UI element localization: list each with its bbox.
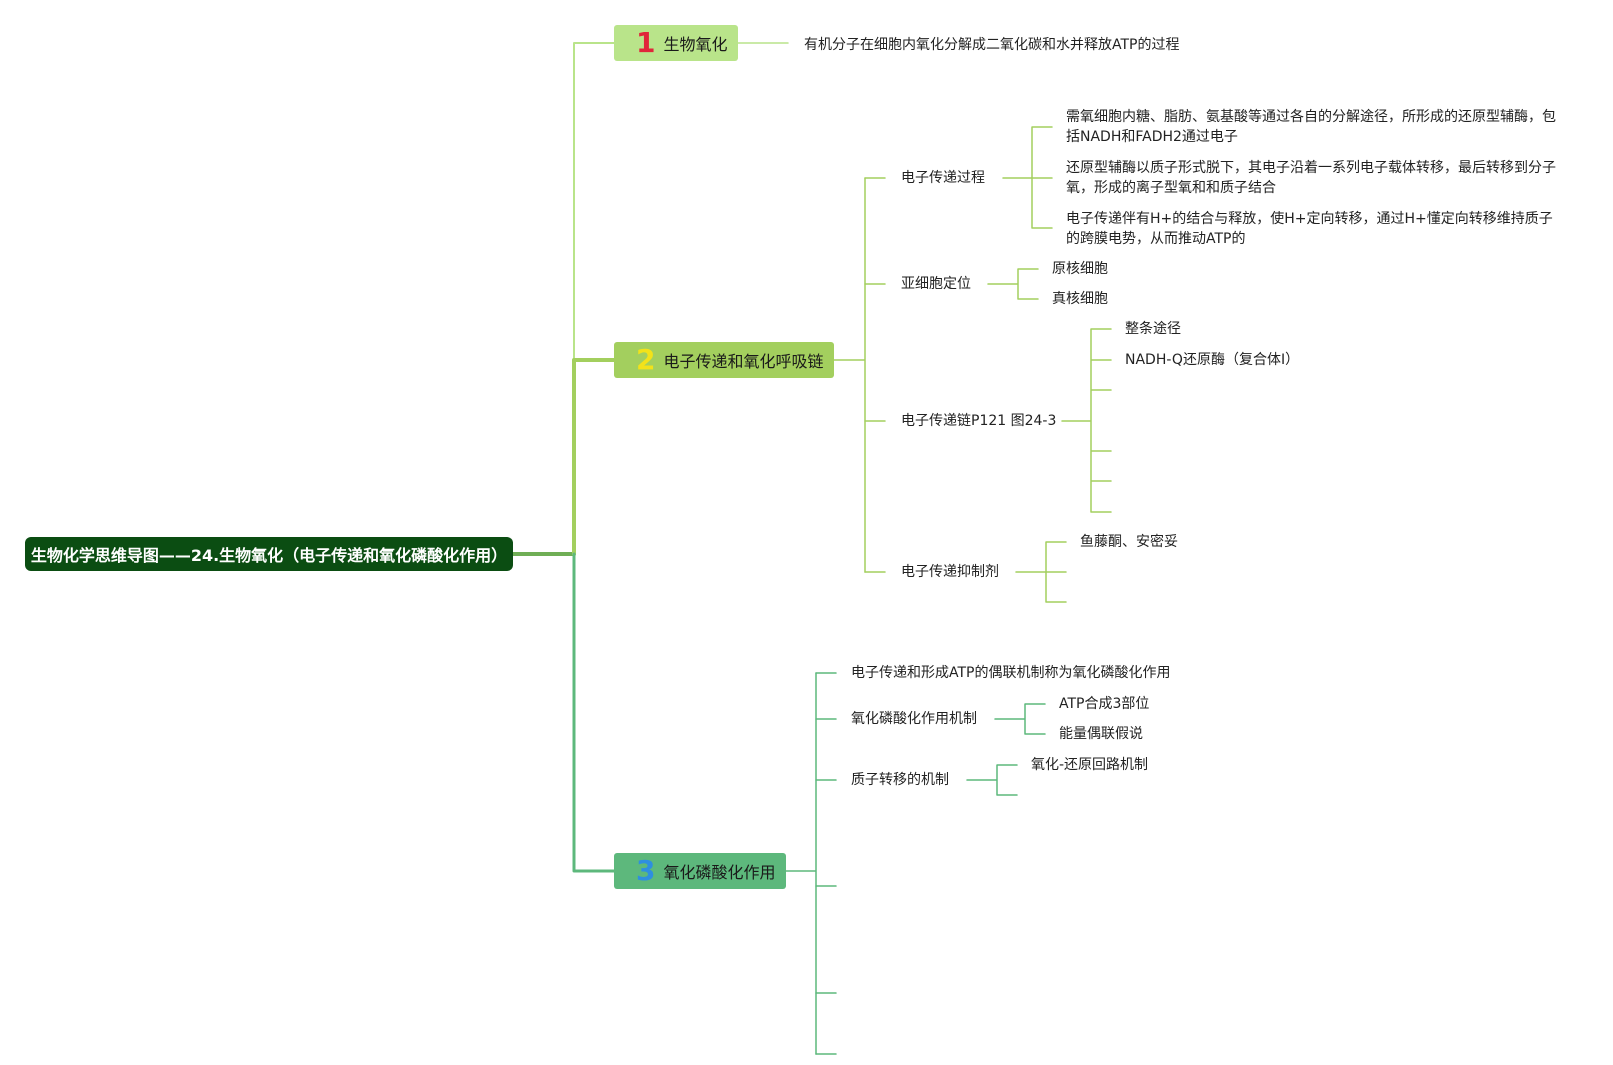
topic-electron-transfer-inhibitors[interactable]: 电子传递抑制剂 (901, 564, 999, 580)
branch-number-badge: 3 (636, 854, 656, 887)
subtopic-text[interactable]: NADH-Q还原酶（复合体I） (1125, 352, 1300, 368)
topic-electron-transport-chain[interactable]: 电子传递链P121 图24-3 (901, 413, 1057, 429)
branch2-trunk (833, 177, 866, 573)
definition-text[interactable]: 有机分子在细胞内氧化分解成二氧化碳和水并释放ATP的过程 (804, 37, 1180, 53)
root-to-branch3-line (572, 552, 616, 873)
branch-number-badge: 2 (636, 343, 656, 376)
topic-phosphorylation-mechanism[interactable]: 氧化磷酸化作用机制 (851, 711, 977, 727)
branch-oxidative-phosphorylation[interactable]: 3 氧化磷酸化作用 (614, 853, 786, 889)
subtopic-text[interactable]: 原核细胞 (1052, 261, 1108, 277)
subtopic-text[interactable]: ATP合成3部位 (1059, 696, 1150, 712)
subtopic-text[interactable]: 需氧细胞内糖、脂肪、氨基酸等通过各自的分解途径，所形成的还原型辅酶，包括NADH… (1066, 109, 1556, 145)
subtopic-text[interactable]: 真核细胞 (1052, 291, 1108, 307)
subtopic-text[interactable]: 能量偶联假说 (1059, 726, 1143, 742)
branch-label: 生物氧化 (663, 35, 728, 54)
subtopic-text[interactable]: 氧化-还原回路机制 (1031, 757, 1149, 773)
topic-coupling-definition[interactable]: 电子传递和形成ATP的偶联机制称为氧化磷酸化作用 (851, 665, 1171, 681)
branch3-trunk (785, 672, 817, 1055)
branch-label: 氧化磷酸化作用 (663, 863, 776, 882)
root-to-branch2-line (572, 358, 616, 556)
root-to-branch1-line (573, 42, 615, 555)
branch-label: 电子传递和氧化呼吸链 (663, 352, 824, 371)
subtopic-text[interactable]: 电子传递伴有H+的结合与释放，使H+定向转移，通过H+懂定向转移维持质子的跨膜电… (1066, 211, 1553, 247)
topic-subcellular-location[interactable]: 亚细胞定位 (901, 276, 971, 292)
topic-electron-transfer-process[interactable]: 电子传递过程 (901, 170, 985, 186)
subtopic-text[interactable]: 整条途径 (1125, 321, 1181, 337)
branch-biological-oxidation[interactable]: 1 生物氧化 (614, 25, 738, 61)
subtopic-text[interactable]: 鱼藤酮、安密妥 (1080, 534, 1178, 550)
subtopic-text[interactable]: 还原型辅酶以质子形式脱下，其电子沿着一系列电子载体转移，最后转移到分子氧，形成的… (1066, 160, 1556, 196)
topic-proton-transfer-mechanism[interactable]: 质子转移的机制 (851, 772, 949, 788)
branch-electron-transport-chain[interactable]: 2 电子传递和氧化呼吸链 (614, 342, 834, 378)
branch-number-badge: 1 (636, 26, 656, 59)
root-topic[interactable]: 生物化学思维导图——24.生物氧化（电子传递和氧化磷酸化作用） (25, 537, 513, 571)
